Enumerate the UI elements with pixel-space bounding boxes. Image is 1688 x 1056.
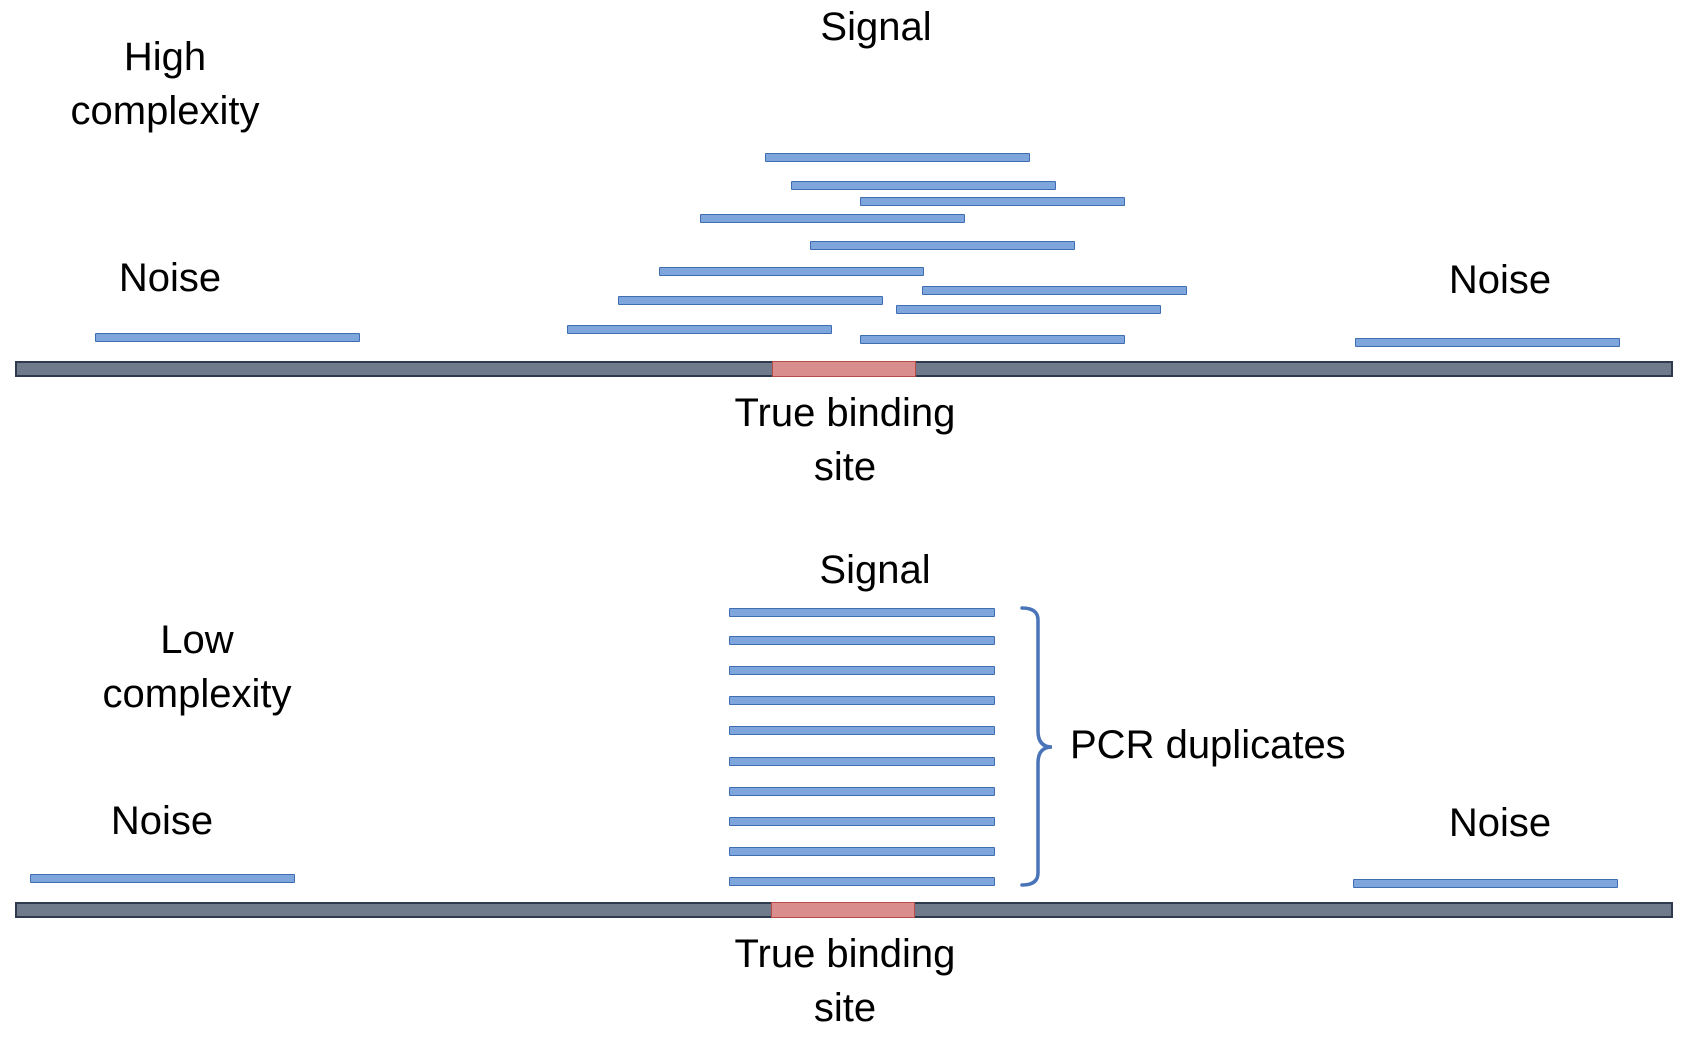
signal-read: [765, 153, 1030, 162]
signal-read: [860, 335, 1125, 344]
signal-read: [896, 305, 1161, 314]
duplicate-read: [729, 877, 995, 886]
duplicate-read: [729, 817, 995, 826]
panel-title: High complexity: [70, 35, 260, 133]
signal-read: [810, 241, 1075, 250]
signal-read: [860, 197, 1125, 206]
noise-read: [95, 333, 360, 342]
signal-read: [922, 286, 1187, 295]
duplicate-read: [729, 696, 995, 705]
duplicate-read: [729, 636, 995, 645]
reads-group: [0, 528, 1688, 1056]
low-complexity-panel: Low complexity Signal Noise Noise PCR du…: [0, 528, 1688, 1056]
duplicate-read: [729, 847, 995, 856]
duplicate-read: [729, 757, 995, 766]
duplicate-read: [729, 608, 995, 617]
duplicate-read: [729, 787, 995, 796]
noise-left-label: Noise: [118, 256, 222, 300]
duplicate-read: [729, 726, 995, 735]
duplicate-read: [729, 666, 995, 675]
noise-right-label: Noise: [1448, 258, 1552, 302]
signal-read: [700, 214, 965, 223]
signal-read: [791, 181, 1056, 190]
high-complexity-panel: High complexity Signal Noise Noise True …: [15, 5, 1673, 489]
noise-read: [30, 874, 295, 883]
signal-label: Signal: [820, 5, 932, 49]
noise-read: [1355, 338, 1620, 347]
reads-group: [95, 153, 1620, 347]
signal-read: [567, 325, 832, 334]
pcr-duplicates-label: PCR duplicates: [1070, 723, 1346, 767]
signal-read: [659, 267, 924, 276]
noise-right-label: Noise: [1448, 801, 1552, 845]
panel-title: Low complexity: [102, 618, 292, 716]
signal-read: [618, 296, 883, 305]
binding-site-label: True binding site: [734, 391, 956, 489]
binding-site-label: True binding site: [734, 932, 956, 1030]
binding-site: [771, 902, 915, 918]
noise-left-label: Noise: [110, 799, 214, 843]
noise-read: [1353, 879, 1618, 888]
signal-label: Signal: [819, 548, 931, 592]
binding-site: [772, 361, 916, 377]
pcr-duplicates-bracket: [1020, 606, 1053, 887]
